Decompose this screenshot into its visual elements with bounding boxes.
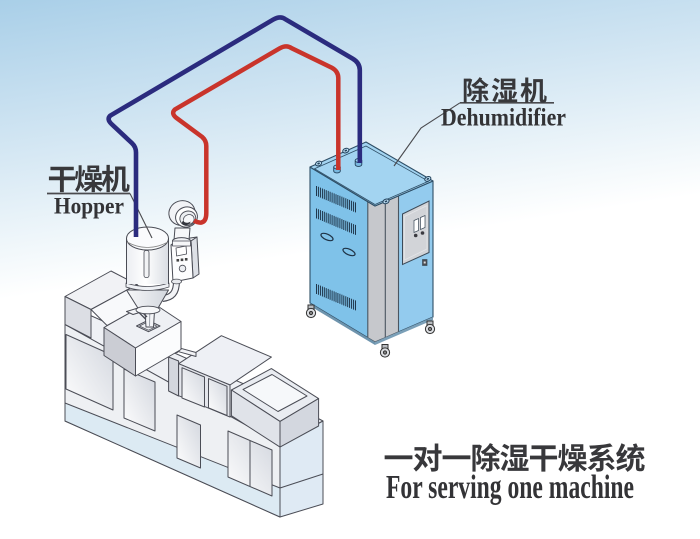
svg-text:For serving one machine: For serving one machine [386,469,634,506]
svg-text:Hopper: Hopper [54,194,124,219]
svg-text:Dehumidifier: Dehumidifier [441,105,566,132]
